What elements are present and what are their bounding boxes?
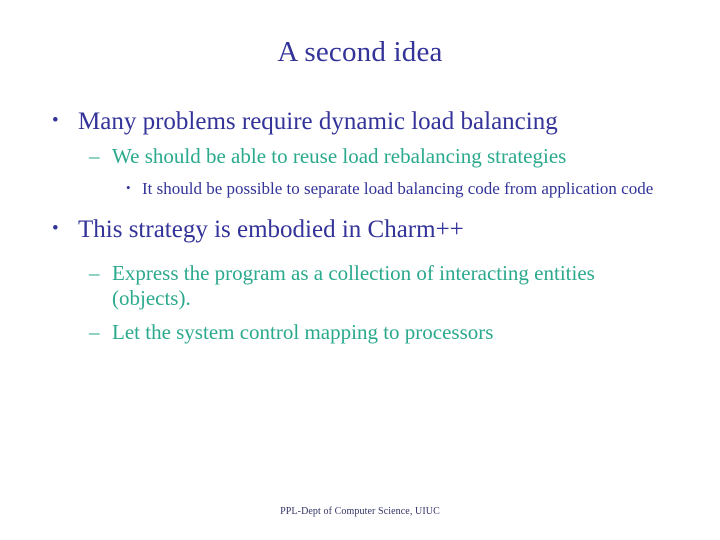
bullet-level2-item: – Express the program as a collection of… xyxy=(0,261,720,312)
slide-footer: PPL-Dept of Computer Science, UIUC xyxy=(280,506,440,517)
bullet-text: Let the system control mapping to proces… xyxy=(112,320,494,345)
page-title: A second idea xyxy=(277,36,443,68)
bullet-level2-item: – We should be able to reuse load rebala… xyxy=(0,144,720,170)
spacer xyxy=(0,199,720,215)
bullet-marker-disc-icon: • xyxy=(52,217,59,239)
bullet-text: Many problems require dynamic load balan… xyxy=(78,108,558,135)
bullet-level3-item: • It should be possible to separate load… xyxy=(0,178,720,199)
bullet-text: Express the program as a collection of i… xyxy=(112,260,595,311)
spacer xyxy=(0,137,720,144)
bullet-text: This strategy is embodied in Charm++ xyxy=(78,215,464,243)
bullet-marker-dash-icon: – xyxy=(89,144,100,168)
spacer xyxy=(0,170,720,178)
slide-body: • Many problems require dynamic load bal… xyxy=(0,107,720,346)
bullet-level2-item: – Let the system control mapping to proc… xyxy=(0,320,720,346)
bullet-text: It should be possible to separate load b… xyxy=(142,178,654,198)
bullet-marker-dash-icon: – xyxy=(89,260,100,285)
bullet-level1-item: • Many problems require dynamic load bal… xyxy=(0,107,720,137)
bullet-marker-dash-icon: – xyxy=(89,320,100,345)
spacer xyxy=(0,245,720,261)
bullet-marker-disc-icon: • xyxy=(126,179,131,195)
bullet-level1-item: • This strategy is embodied in Charm++ xyxy=(0,215,720,245)
spacer xyxy=(0,312,720,320)
bullet-text: We should be able to reuse load rebalanc… xyxy=(112,144,567,168)
bullet-marker-disc-icon: • xyxy=(52,110,59,131)
